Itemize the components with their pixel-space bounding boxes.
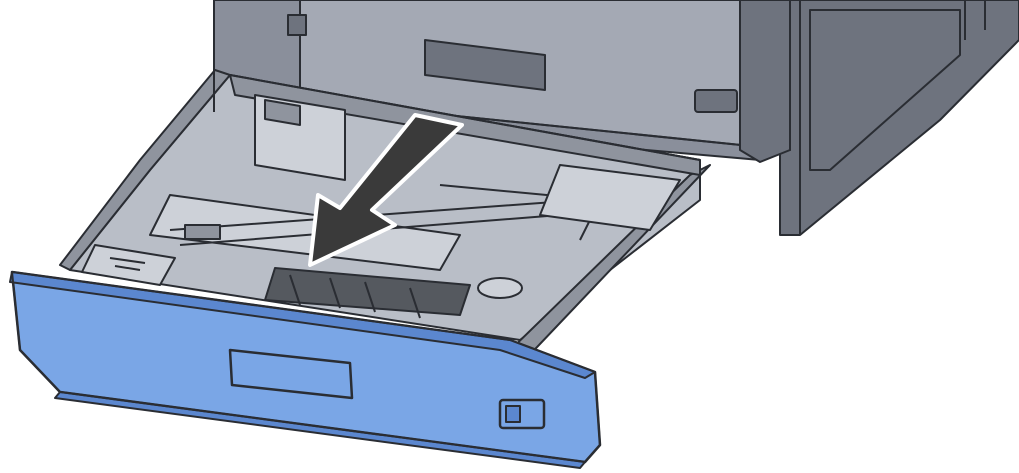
cassette-indicator-window: [505, 405, 521, 423]
rear-guide-tab: [264, 99, 301, 126]
machine-upper-cap: [739, 0, 791, 163]
round-release-knob-icon: [477, 277, 523, 299]
left-guide-clip: [184, 224, 221, 240]
pull-direction-arrow-icon: [308, 113, 464, 267]
machine-side-ridge-2: [964, 0, 986, 40]
machine-side-ridge-1: [799, 0, 961, 235]
upper-handle-recess-icon: [424, 39, 546, 91]
lock-lever-detail: [289, 274, 421, 319]
outline-layer: [11, 0, 701, 463]
handle-recess-icon[interactable]: [228, 348, 354, 400]
left-label-plate: [81, 244, 176, 286]
cassette-tray: [59, 69, 711, 366]
machine-right-side: [779, 0, 1019, 236]
upper-small-slot-icon: [287, 14, 307, 36]
left-label-mark-icon: [109, 257, 146, 271]
side-paper-guide-icon: [539, 164, 681, 231]
upper-cassette-indicator-icon: [694, 89, 738, 113]
